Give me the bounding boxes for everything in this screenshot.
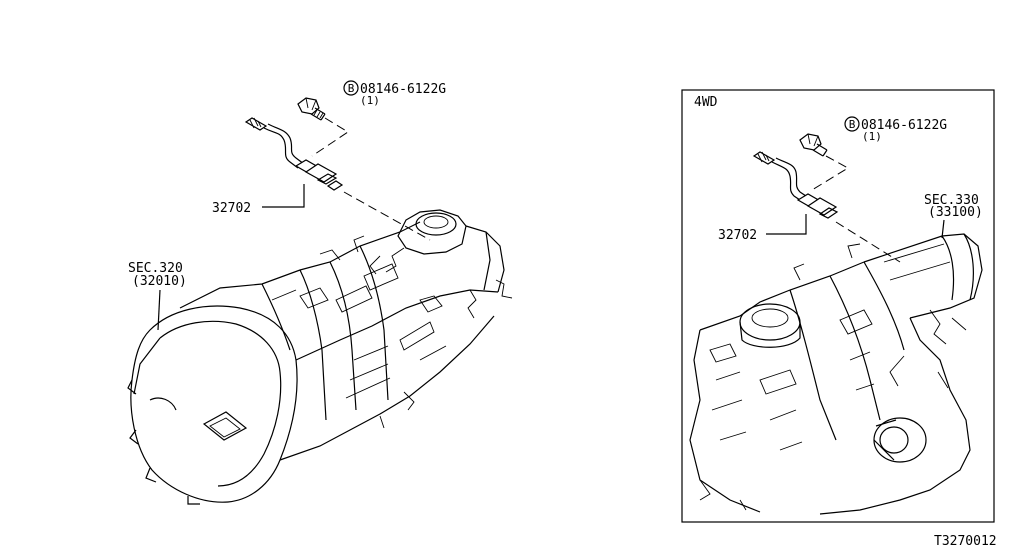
4wd-frame	[681, 89, 995, 523]
left-sensor-drawing	[244, 117, 344, 191]
left-bolt-qty: (1)	[360, 94, 380, 107]
left-part-leader	[262, 184, 305, 208]
right-section-ref: SEC.330	[924, 193, 979, 208]
right-part-leader	[766, 214, 807, 235]
left-bolt-leader	[311, 117, 349, 157]
right-sensor-leader	[835, 221, 901, 263]
right-bolt-leader	[811, 155, 849, 191]
left-bolt-drawing	[297, 97, 326, 121]
left-bolt-code: 08146-6122G	[360, 82, 446, 97]
right-bolt-code: 08146-6122G	[861, 118, 947, 133]
right-bolt-drawing	[799, 133, 828, 157]
right-sensor-part-number: 32702	[718, 228, 757, 243]
right-section-sub: (33100)	[928, 205, 983, 220]
right-transfer-case-drawing	[689, 233, 983, 515]
right-bolt-label: B 08146-6122G (1)	[844, 116, 947, 143]
right-bolt-badge: B	[849, 118, 856, 131]
left-transmission-drawing	[127, 209, 513, 505]
4wd-box-label: 4WD	[694, 95, 718, 110]
left-bolt-label: B 08146-6122G (1)	[343, 80, 446, 107]
figure-id: T3270012	[934, 534, 997, 549]
left-section-ref: SEC.320	[128, 261, 183, 276]
left-bolt-badge: B	[348, 82, 355, 95]
right-section-leader	[941, 219, 945, 239]
left-section-leader	[157, 289, 161, 331]
left-sensor-part-number: 32702	[212, 201, 251, 216]
right-sensor-drawing	[752, 151, 839, 219]
right-view: 4WD	[681, 89, 995, 523]
left-sensor-leader	[343, 191, 431, 241]
left-view: B 08146-6122G (1) 32702 SEC.320 (32010)	[127, 80, 513, 505]
right-bolt-qty: (1)	[862, 130, 882, 143]
left-section-sub: (32010)	[132, 274, 187, 289]
